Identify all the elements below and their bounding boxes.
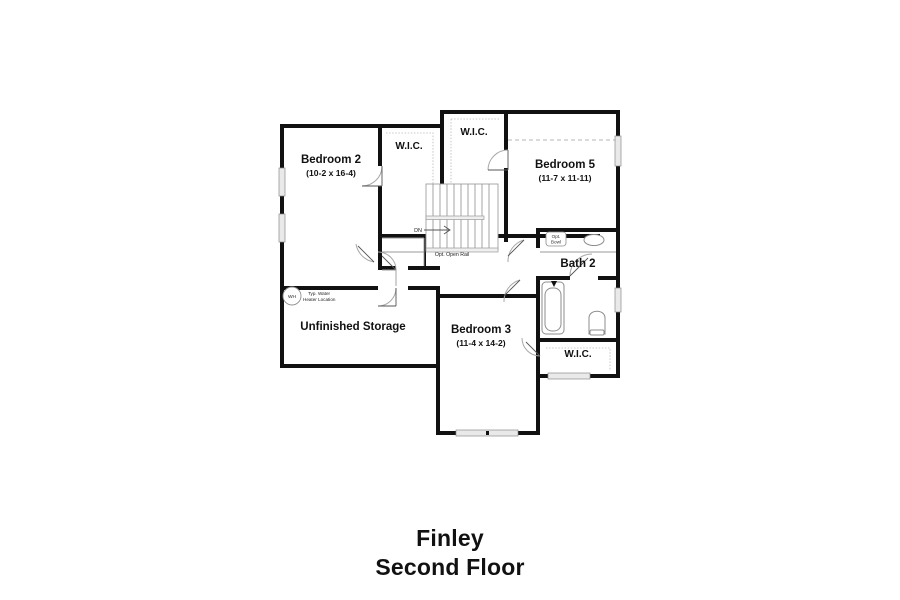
room-name-bedroom-2: Bedroom 2 (301, 154, 361, 166)
door-bedroom5 (507, 239, 525, 263)
window-bath2-right (614, 287, 622, 313)
room-label-bedroom-5: Bedroom 5 (11-7 x 11-11) (535, 159, 596, 183)
room-name-bath-2: Bath 2 (560, 258, 595, 270)
window-bedroom2-left-upper (278, 167, 286, 197)
opt-open-rail-label: Opt. Open Rail (435, 252, 469, 258)
room-name-bedroom-5: Bedroom 5 (535, 159, 596, 171)
room-label-unfinished-storage: Unfinished Storage (300, 321, 405, 333)
closet-label-wic-bedroom2: W.I.C. (395, 141, 422, 152)
door-unfinished-storage (377, 287, 397, 307)
door-bedroom3 (503, 279, 521, 303)
sink-basin-icon (583, 234, 605, 246)
opt-bowl-line2: Bowl (551, 240, 561, 245)
door-stair-closet (377, 251, 397, 271)
room-dim-bedroom-5: (11-7 x 11-11) (538, 173, 591, 183)
opt-open-rail-bar (425, 247, 499, 253)
room-label-bath-2: Bath 2 (560, 258, 595, 270)
door-wic-upper (487, 149, 509, 171)
water-heater-note-line2: Heater Location (303, 297, 336, 302)
room-name-bedroom-3: Bedroom 3 (451, 324, 511, 336)
window-group (278, 135, 622, 437)
room-label-group: Bedroom 2 (10-2 x 16-4) Bedroom 5 (11-7 … (300, 127, 595, 360)
room-dim-bedroom-3: (11-4 x 14-2) (456, 338, 505, 348)
door-group (355, 149, 593, 357)
title-block: Finley Second Floor (0, 524, 900, 582)
opt-bowl-callout: Opt. Bowl (545, 231, 567, 247)
water-heater-tag: WH Typ. Water Heater Location (282, 286, 336, 306)
door-wic-bedroom2 (361, 165, 383, 187)
room-label-bedroom-2: Bedroom 2 (10-2 x 16-4) (301, 154, 361, 178)
room-name-unfinished-storage: Unfinished Storage (300, 321, 405, 333)
room-label-bedroom-3: Bedroom 3 (11-4 x 14-2) (451, 324, 511, 348)
floor-label: Second Floor (375, 554, 525, 580)
window-bedroom5-right (614, 135, 622, 167)
opt-bowl-line1: Opt. (552, 234, 561, 239)
water-heater-tag-label: WH (288, 294, 297, 300)
bathtub-icon (541, 281, 565, 335)
closet-label-wic-lower: W.I.C. (564, 349, 591, 360)
bath-fixtures: Opt. Bowl (540, 231, 616, 336)
window-bedroom2-left-lower (278, 213, 286, 243)
door-bedroom2 (355, 243, 375, 263)
closet-label-wic-upper: W.I.C. (460, 127, 487, 138)
toilet-icon (588, 310, 606, 336)
door-bath2 (569, 253, 593, 277)
door-wic-lower (521, 337, 541, 357)
water-heater-note-line1: Typ. Water (308, 291, 331, 296)
staircase: DN Opt. Open Rail (382, 183, 499, 258)
window-wic-lower-bottom (547, 372, 591, 380)
stair-direction-label: DN (414, 228, 422, 234)
plan-name: Finley (416, 525, 484, 551)
room-dim-bedroom-2: (10-2 x 16-4) (306, 168, 356, 178)
